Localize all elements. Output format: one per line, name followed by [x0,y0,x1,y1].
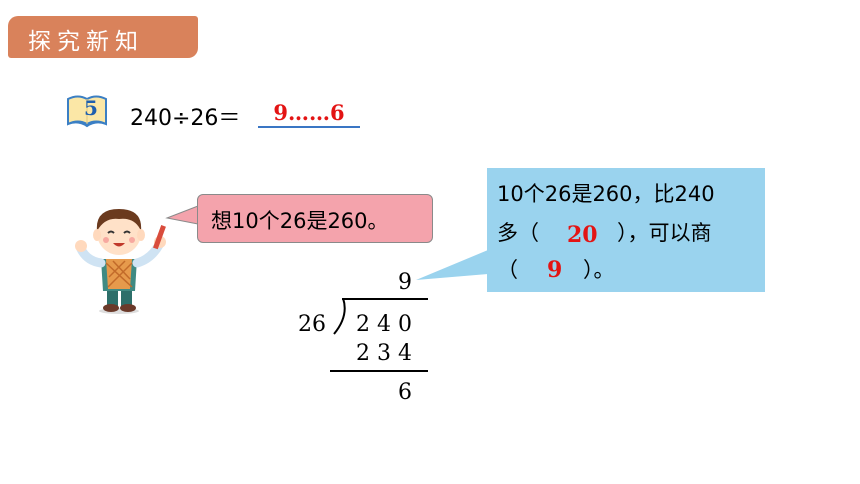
product: 2 3 4 [356,341,412,366]
division-bar [342,298,428,300]
section-header: 探究新知 [8,16,198,58]
hint-value-2: 9 [547,257,563,283]
hint-pointer [416,250,488,280]
divisor: 26 [298,312,326,337]
hint-line-2-suffix: ），可以商 [617,221,712,245]
speech-bubble: 想10个26是260。 [197,194,433,243]
boy-character [75,209,166,314]
hint-line-2-prefix: 多（ [497,221,539,245]
quotient: 9 [398,270,412,295]
subtraction-line [330,370,428,372]
hint-line-3-suffix: ）。 [583,258,615,282]
equation-answer: 9……6 [258,100,360,128]
section-title: 探究新知 [28,29,144,55]
hint-line-1: 10个26是260，比240 [497,182,715,206]
hint-line-3-prefix: （ [497,258,518,282]
speech-text: 想10个26是260。 [211,209,389,233]
book-icon [67,95,107,128]
hint-box: 10个26是260，比240 多（ 20 ），可以商 （ 9 ）。 [487,168,765,292]
dividend: 2 4 0 [356,312,412,337]
example-number: 5 [84,96,98,120]
equation-text: 240÷26＝ [130,106,241,131]
division-bracket [333,298,346,335]
remainder: 6 [398,380,412,405]
speech-tail [165,205,199,225]
hint-value-1: 20 [567,222,598,248]
